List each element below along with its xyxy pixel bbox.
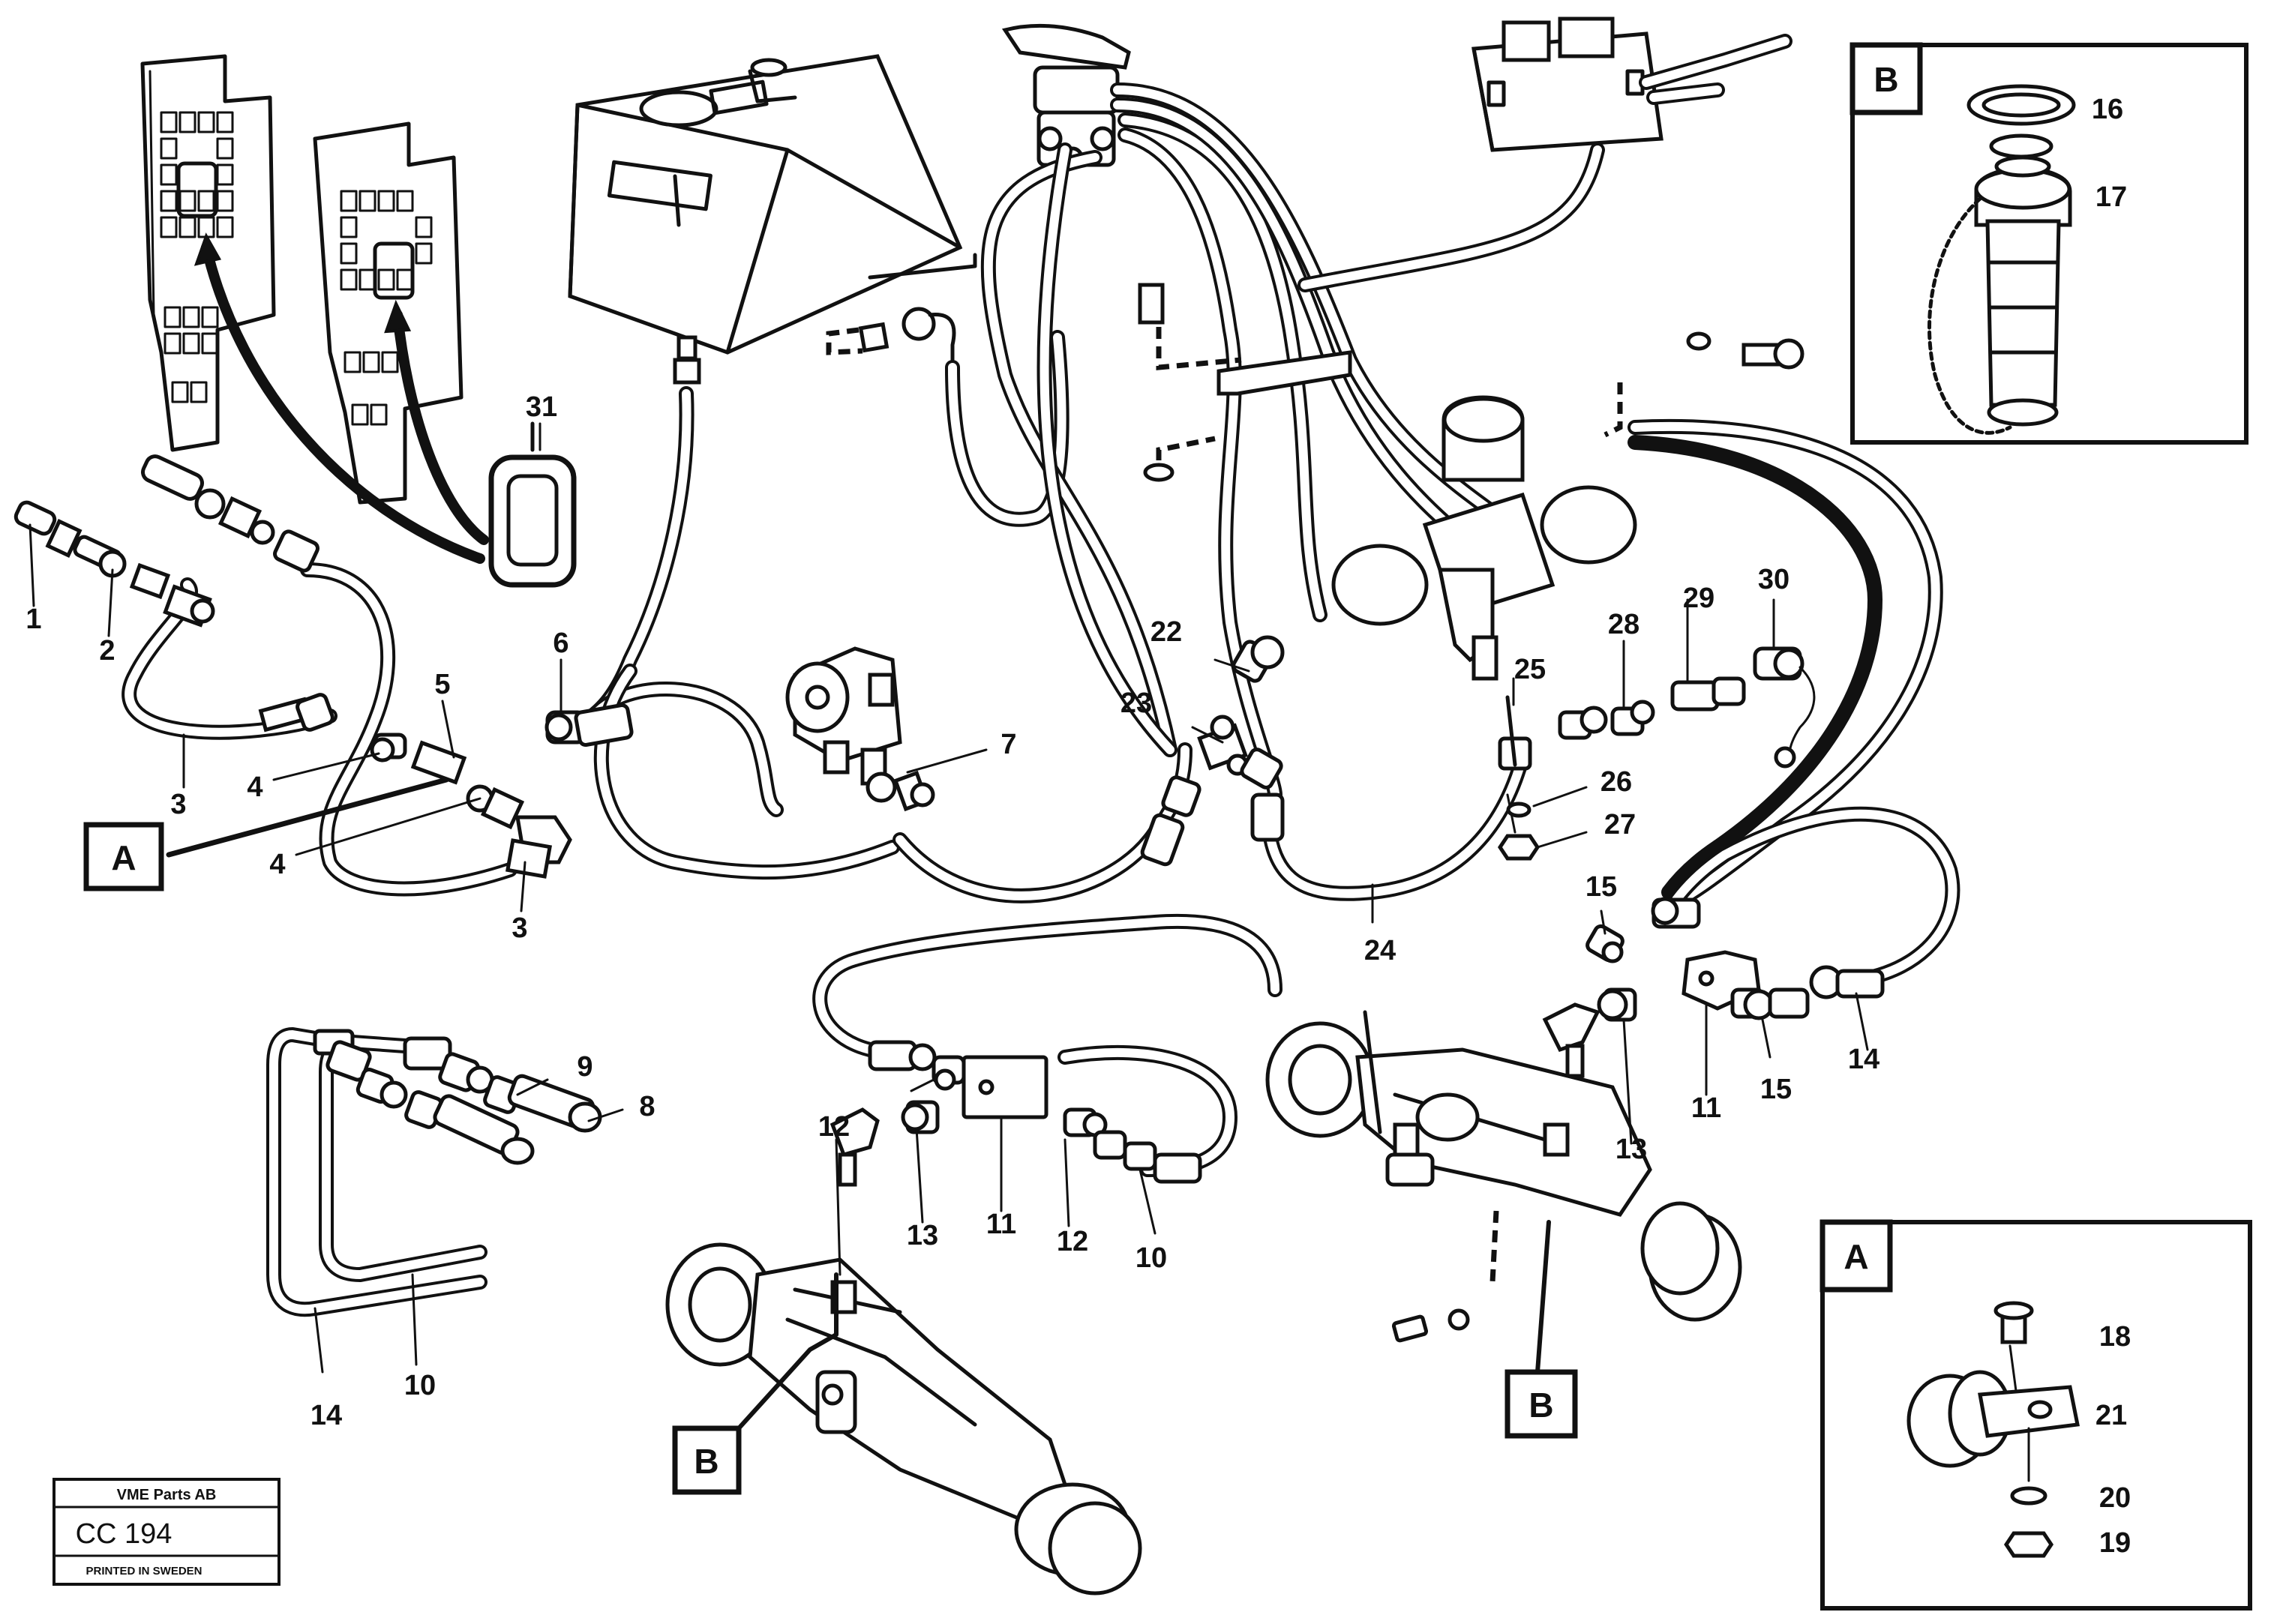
callout-3: 3 xyxy=(512,912,527,944)
callout-5: 5 xyxy=(434,669,450,700)
callout-6: 6 xyxy=(553,628,568,659)
ref-box-b-left-label: B xyxy=(694,1442,718,1481)
callout-13: 13 xyxy=(907,1220,938,1251)
callout-13: 13 xyxy=(1616,1134,1647,1165)
callout-16: 16 xyxy=(2092,94,2123,125)
detail-box-b xyxy=(1850,42,2248,445)
fittings-right xyxy=(1497,646,1885,1078)
callout-11: 11 xyxy=(986,1209,1016,1240)
electrical-relay-box xyxy=(1472,16,1792,152)
reservoir-tank xyxy=(568,54,977,385)
callout-14: 14 xyxy=(310,1400,342,1431)
callout-31: 31 xyxy=(526,391,557,423)
title-printed: PRINTED IN SWEDEN xyxy=(86,1565,202,1578)
rear-axle xyxy=(1265,1010,1742,1343)
detail-box-b-label: B xyxy=(1874,60,1898,99)
accumulators xyxy=(1331,395,1637,681)
title-code: CC 194 xyxy=(76,1518,172,1550)
callout-26: 26 xyxy=(1600,766,1632,798)
cab-panel-left xyxy=(140,54,276,452)
title-company: VME Parts AB xyxy=(117,1487,217,1503)
callout-12: 12 xyxy=(818,1111,850,1143)
callout-21: 21 xyxy=(2096,1400,2127,1431)
fittings-lower-center xyxy=(830,1040,1202,1187)
callout-9: 9 xyxy=(577,1051,592,1083)
callout-14: 14 xyxy=(1848,1044,1880,1075)
fittings-8-9 xyxy=(313,1029,602,1165)
callout-27: 27 xyxy=(1604,809,1636,840)
callout-28: 28 xyxy=(1608,609,1640,640)
ref-box-a-label: A xyxy=(111,838,136,877)
ref-box-b-right-label: B xyxy=(1528,1386,1553,1425)
callout-25: 25 xyxy=(1514,654,1546,685)
callout-labels: 1 2 3 4 4 3 5 6 7 31 22 23 24 25 26 27 2… xyxy=(26,94,2131,1559)
callout-7: 7 xyxy=(1000,729,1016,760)
callout-4: 4 xyxy=(247,772,262,803)
callout-1: 1 xyxy=(26,604,41,635)
callout-29: 29 xyxy=(1683,583,1714,614)
front-axle xyxy=(665,1242,1142,1596)
callout-18: 18 xyxy=(2099,1321,2131,1353)
ref-box-b-left xyxy=(672,1425,742,1495)
callout-22: 22 xyxy=(1150,616,1182,648)
callout-20: 20 xyxy=(2099,1482,2131,1514)
ref-box-a xyxy=(83,822,164,891)
callout-19: 19 xyxy=(2099,1527,2131,1559)
callout-4: 4 xyxy=(269,849,285,880)
callout-17: 17 xyxy=(2096,181,2127,213)
title-block: VME Parts AB CC 194 PRINTED IN SWEDEN xyxy=(52,1478,280,1586)
callout-10: 10 xyxy=(404,1370,436,1401)
callout-30: 30 xyxy=(1758,564,1790,595)
fittings-center xyxy=(1140,635,1285,867)
detail-box-a xyxy=(1820,1219,2252,1611)
ref-box-b-right xyxy=(1504,1369,1578,1439)
callout-15: 15 xyxy=(1760,1074,1792,1105)
callout-23: 23 xyxy=(1120,688,1152,719)
grommet xyxy=(488,421,577,588)
valve-7 xyxy=(785,646,935,812)
callout-15: 15 xyxy=(1586,871,1617,903)
callout-3: 3 xyxy=(170,789,186,820)
callout-12: 12 xyxy=(1057,1226,1088,1257)
fittings-left xyxy=(14,454,634,879)
callout-8: 8 xyxy=(639,1091,655,1122)
cab-panel-right xyxy=(313,121,464,505)
detail-box-a-label: A xyxy=(1844,1237,1868,1276)
callout-2: 2 xyxy=(99,635,115,667)
callout-10: 10 xyxy=(1136,1242,1167,1274)
callout-11: 11 xyxy=(1691,1092,1721,1124)
callout-24: 24 xyxy=(1364,935,1396,966)
